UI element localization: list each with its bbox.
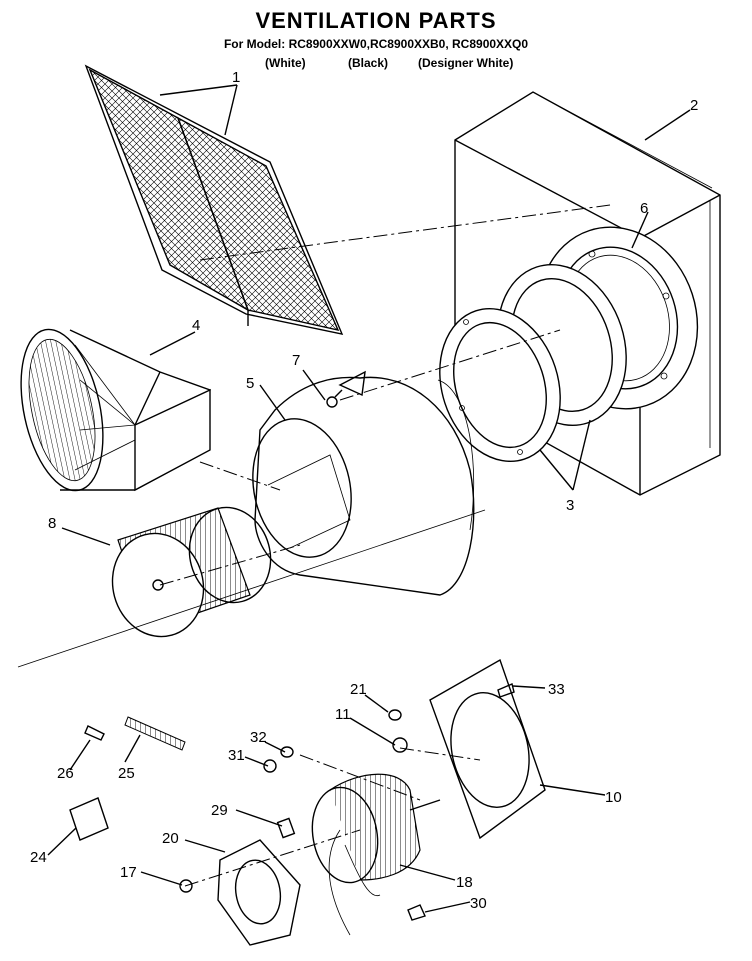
callout-7: 7: [292, 352, 300, 369]
transition-duct-part-4: [20, 328, 211, 492]
label-part-24: [69, 797, 109, 841]
callout-21: 21: [350, 681, 367, 698]
model-numbers: For Model: RC8900XXW0,RC8900XXB0, RC8900…: [223, 37, 529, 51]
callout-10: 10: [605, 789, 622, 806]
section-divider: [17, 509, 486, 668]
callout-25: 25: [118, 765, 135, 782]
end-bracket-part-20: [217, 839, 301, 946]
leader-lines: [47, 84, 691, 913]
callout-18: 18: [456, 874, 473, 891]
screw-part-7: [326, 389, 343, 408]
callout-31: 31: [228, 747, 245, 764]
variant-black: (Black): [348, 56, 389, 70]
alignment-line: [199, 204, 611, 261]
callout-11: 11: [335, 706, 351, 723]
alignment-line: [399, 747, 481, 761]
callout-30: 30: [470, 895, 487, 912]
alignment-line: [199, 461, 281, 491]
callout-26: 26: [57, 765, 74, 782]
nut-part-21: [388, 709, 402, 721]
callout-3: 3: [566, 497, 574, 514]
motor-mount-plate-part-10: [429, 658, 546, 840]
variant-white: (White): [265, 56, 306, 70]
blower-motor-part-18: [311, 773, 441, 936]
alignment-line: [339, 329, 561, 401]
diagram-title: VENTILATION PARTS: [255, 8, 497, 33]
callout-5: 5: [246, 375, 254, 392]
nut-part-17: [179, 879, 193, 893]
spacer-part-11: [392, 737, 408, 753]
hardware-parts: [69, 683, 515, 921]
washer-part-32: [280, 746, 294, 758]
callout-32: 32: [250, 729, 267, 746]
grease-filter-part-1: [84, 64, 344, 335]
callout-4: 4: [192, 317, 200, 334]
spacer-part-29: [276, 817, 296, 839]
variant-designer-white: (Designer White): [418, 56, 514, 70]
spring-part-25: [124, 716, 186, 751]
callout-6: 6: [640, 200, 648, 217]
nut-part-31: [263, 759, 277, 773]
mounting-ring-part-3: [439, 263, 627, 463]
blower-wheel-part-8: [111, 506, 272, 638]
callout-numbers: 1 2 3 4 5 6 7 8 10 11 17 18 20 21 24 25 …: [30, 69, 698, 912]
alignment-line: [184, 829, 361, 887]
callout-20: 20: [162, 830, 179, 847]
callout-24: 24: [30, 849, 47, 866]
callout-2: 2: [690, 97, 698, 114]
clip-part-26: [84, 725, 105, 741]
callout-33: 33: [548, 681, 565, 698]
bolt-part-33: [497, 683, 515, 698]
callout-29: 29: [211, 802, 228, 819]
connector-part-30: [407, 904, 426, 921]
callout-17: 17: [120, 864, 137, 881]
callout-8: 8: [48, 515, 56, 532]
blower-housing-part-5: [252, 370, 475, 596]
alignment-line: [299, 754, 421, 801]
callout-1: 1: [232, 69, 240, 86]
